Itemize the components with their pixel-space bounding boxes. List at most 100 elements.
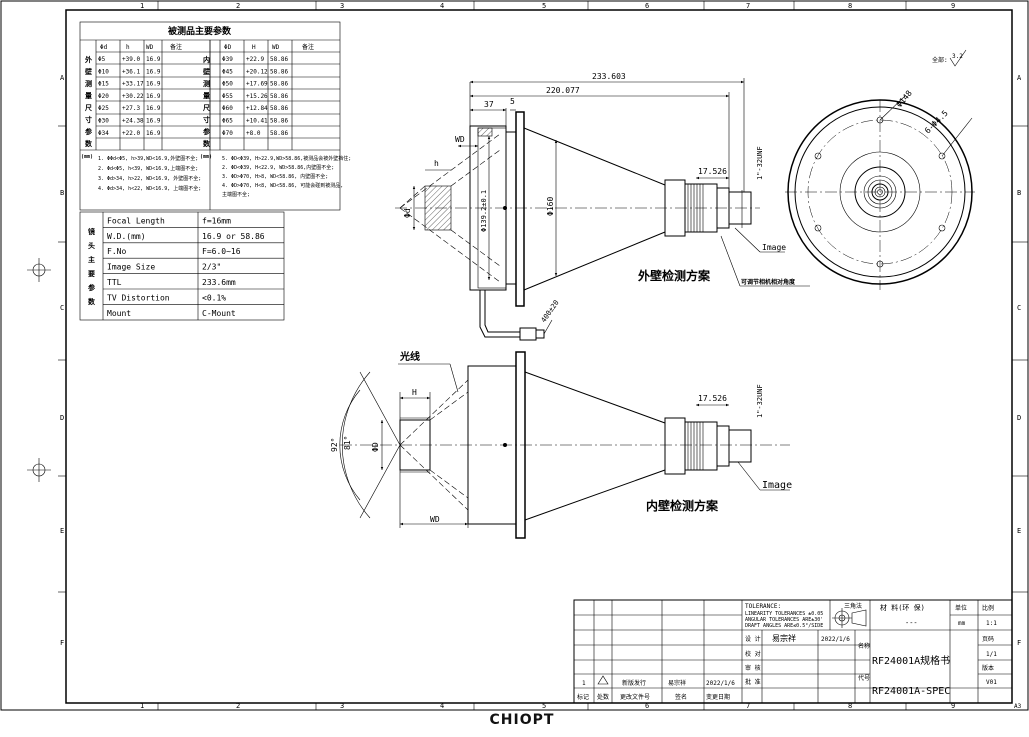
lens-param-value: C-Mount [202,309,236,318]
right-cell: +10.41 [246,118,268,125]
dim-total-length: 233.603 [592,72,626,81]
right-cell: +8.0 [246,130,261,137]
col-label-9-bottom: 9 [951,702,955,710]
right-side-char: 尺 [202,104,210,112]
dim-phi-d: Φd [403,208,412,218]
scale-value: 1:1 [986,620,997,627]
left-header-note: 备注 [170,43,182,51]
material-label: 材 料(环 保) [880,603,925,612]
rev-signer: 易宗祥 [668,679,686,687]
row-label-E-right: E [1017,527,1021,535]
lens-param-value: 2/3" [202,263,221,272]
camera-angle-note: 可调节相机相对角度 [741,278,796,286]
lens-side-char: 镜 [88,227,95,236]
left-side-char: 壁 [85,67,92,76]
left-side-char: (mm) [81,154,93,160]
approve-label: 批 准 [745,678,761,686]
col-label-7: 7 [746,2,750,10]
left-cell: +24.38 [122,118,144,125]
inner-wall-view: 光线 H ΦD WD 92° 81° 17.526 1"-32UNF Image… [330,350,792,539]
unit-value: mm [958,620,966,627]
lens-param-name: Focal Length [107,216,165,225]
right-header-d: ΦD [224,44,232,51]
col-label-4-bottom: 4 [440,702,444,710]
left-note: 4. Φd>34, h<22, WD<16.9, 上端图不全; [98,185,201,192]
right-note: 5. ΦD<Φ39, H>22.9,WD>58.86,被测品会被外壁挡住; [222,155,351,162]
param-table: 被测品主要参数 Φd h WD 备注 ΦD H WD 备注 外壁测量尺寸参数(m… [79,21,351,211]
scale-label: 比例 [982,604,994,612]
right-cell: 58.86 [270,105,288,112]
row-label-B: B [60,189,64,197]
cable-length: 400±20 [540,299,561,324]
col-label-4: 4 [440,2,444,10]
version-label: 版本 [982,664,994,672]
page-value: 1/1 [986,651,997,658]
dim-wd-bottom: WD [430,515,440,524]
left-cell: +33.17 [122,81,144,88]
right-cell: +15.26 [246,93,268,100]
dim-h: h [434,159,439,168]
lens-param-value: 16.9 or 58.86 [202,232,265,241]
col-label-8-bottom: 8 [848,702,852,710]
lens-param-value: <0.1% [202,293,226,302]
right-side-char: 内 [203,55,210,64]
unit-label: 单位 [955,604,967,612]
col-label-6-bottom: 6 [645,702,649,710]
right-cell: Φ65 [222,118,233,125]
col-label-3: 3 [340,2,344,10]
left-side-char: 参 [85,127,93,136]
row-label-B-right: B [1017,189,1021,197]
rev-header-doc: 更改文件号 [620,693,650,701]
dim-17526-bottom: 17.526 [698,394,727,403]
rev-header-date: 变更日期 [706,693,730,701]
dim-160: Φ160 [546,197,555,216]
row-label-C: C [60,304,64,312]
rev-header-sign: 签名 [675,693,687,701]
lens-param-name: TTL [107,278,122,287]
col-label-1-bottom: 1 [140,702,144,710]
row-label-C-right: C [1017,304,1021,312]
left-cell: Φ34 [98,130,109,137]
right-cell: Φ70 [222,130,233,137]
right-side-char: 测 [203,79,210,88]
col-label-6: 6 [645,2,649,10]
dim-H: H [412,388,417,397]
row-label-F-right: F [1017,639,1021,647]
left-cell: Φ15 [98,81,109,88]
tolerance-title: TOLERANCE: [745,603,781,610]
sheet-frame: 1 2 3 4 5 6 7 8 9 1 2 3 4 5 6 7 8 9 A3 A… [0,0,1029,711]
right-header-wd: WD [272,44,280,51]
drawing-name: RF24001A规格书 [872,654,950,667]
outer-wall-view: 233.603 220.077 37 5 WD h Φd Φ139.2±0.1 … [395,72,810,341]
left-side-char: 量 [85,91,92,100]
right-cell: +17.69 [246,81,268,88]
light-ray-label: 光线 [399,350,420,363]
page-label: 页码 [982,635,994,643]
left-side-char: 测 [85,79,92,88]
check-label: 校 对 [745,650,761,658]
left-side-char: 寸 [85,115,92,124]
roughness-value: 3.2 [952,53,963,60]
left-cell: 16.9 [146,68,161,75]
col-label-3-bottom: 3 [340,702,344,710]
right-note: 主端图不全; [222,191,250,198]
col-label-1: 1 [140,2,144,10]
right-cell: 58.86 [270,68,288,75]
roughness-label: 全部: [932,56,948,64]
right-cell: 58.86 [270,118,288,125]
lens-param-value: f=16mm [202,216,231,225]
right-header-h: H [252,44,256,51]
registration-mark-top [27,258,51,282]
col-label-2: 2 [236,2,240,10]
title-block: TOLERANCE: LINEARITY TOLERANCES ±0.05 AN… [573,599,1013,704]
right-cell: 58.86 [270,93,288,100]
dim-220: 220.077 [546,86,580,95]
review-label: 审 核 [745,664,761,672]
right-cell: 58.86 [270,130,288,137]
